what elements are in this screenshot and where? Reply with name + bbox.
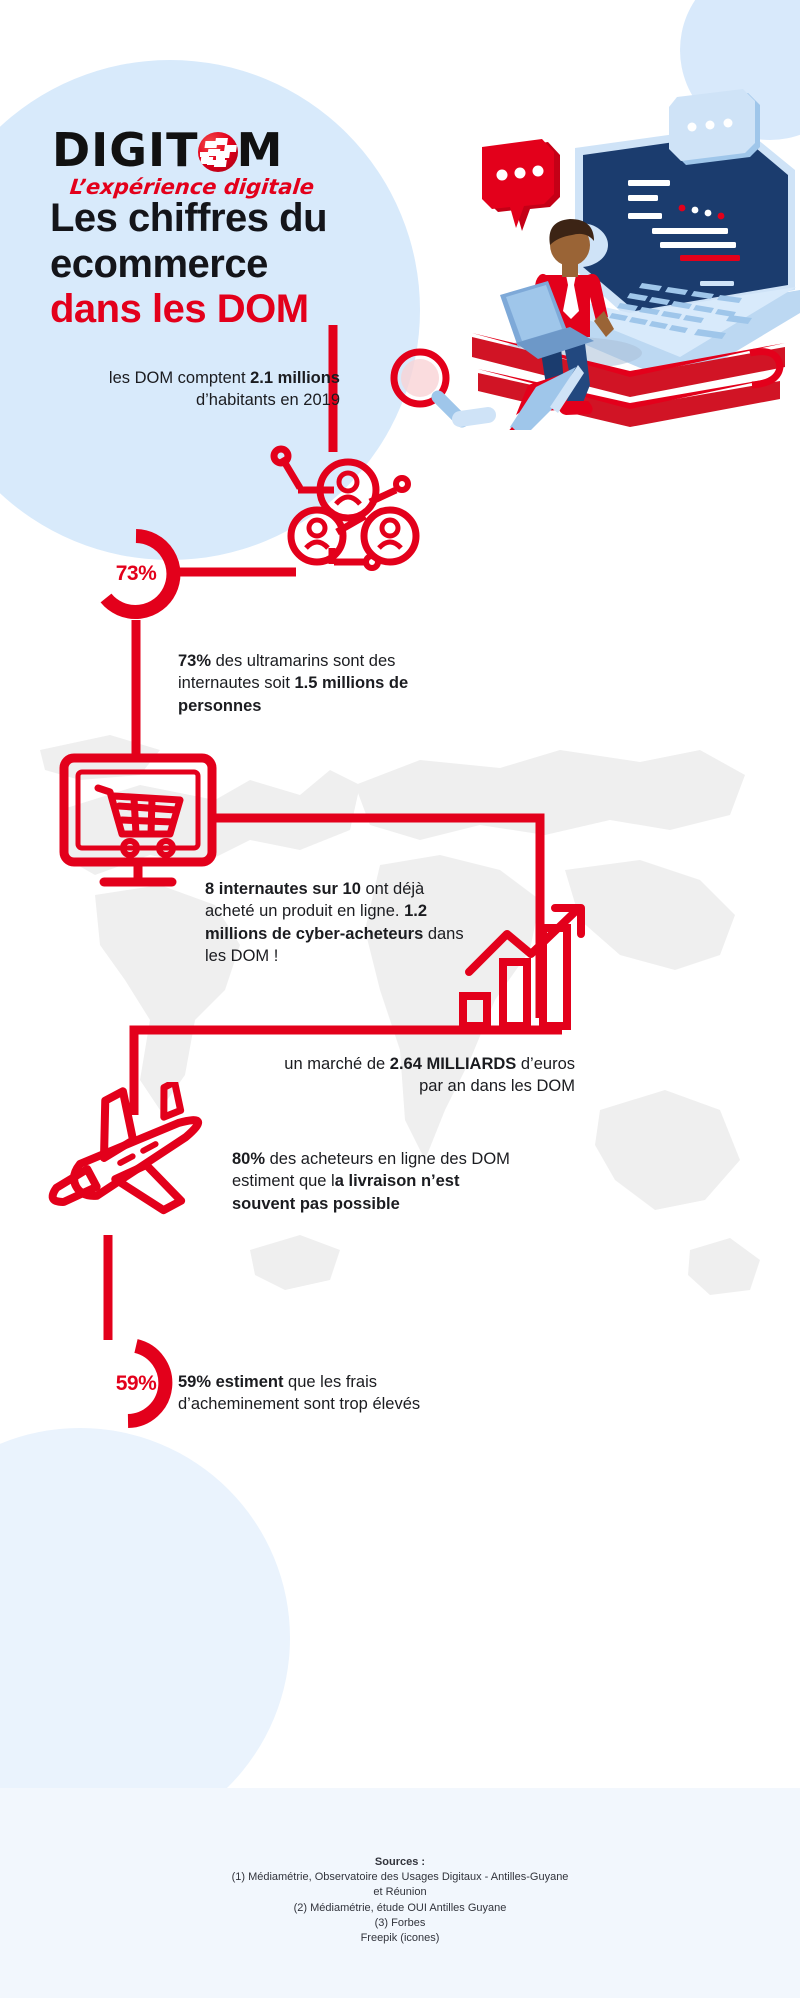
sources-line-1: (1) Médiamétrie, Observatoire des Usages… — [231, 1871, 569, 1884]
stat-text-internautes: 73% des ultramarins sont des internautes… — [178, 652, 409, 715]
stat-text-frais: 59% estiment que les frais d’acheminemen… — [178, 1373, 421, 1414]
network-people-icon — [270, 445, 420, 571]
gauge-73-value: 73% — [115, 562, 157, 585]
gauge-arc-59 — [127, 1339, 173, 1428]
laptop-large-icon — [575, 125, 795, 320]
sources-line-4: (3) Forbes — [374, 1916, 426, 1929]
stat-text-marche: un marché de 2.64 MILLIARDS d’euros par … — [284, 1055, 575, 1096]
title-line-2: ecommerce — [50, 241, 268, 286]
chat-bubble-blue-icon — [669, 89, 760, 165]
sources-line-3: (2) Médiamétrie, étude OUI Antilles Guya… — [293, 1901, 507, 1914]
growth-bar-chart-icon — [459, 904, 585, 1030]
stat-text-livraison: 80% des acheteurs en ligne des DOM estim… — [232, 1150, 510, 1213]
logo-text-pre: DIGIT — [52, 123, 199, 177]
person-sitting-icon — [500, 219, 614, 415]
decorative-blob-bottom-left — [0, 1428, 290, 1848]
globe-icon — [197, 132, 238, 172]
airplane-icon — [48, 1082, 203, 1215]
chat-bubble-red-icon — [482, 139, 560, 231]
stat-text-acheteurs: 8 internautes sur 10 ont déjà acheté un … — [205, 880, 464, 966]
gauge-59: 59% — [88, 1336, 184, 1432]
sources-title: Sources : — [374, 1856, 426, 1868]
magnifier-icon — [390, 348, 496, 428]
footer-band — [0, 1788, 800, 1998]
title-line-3: dans les DOM — [50, 287, 309, 332]
sources-block: Sources : (1) Médiamétrie, Observatoire … — [0, 1855, 800, 1946]
hero-illustration — [390, 89, 800, 430]
gauge-arc-73 — [100, 529, 181, 619]
sources-line-5: Freepik (icones) — [360, 1931, 440, 1944]
gauge-73: 73% — [88, 526, 184, 622]
page-title: Les chiffres du ecommerce dans les DOM — [50, 196, 380, 333]
gauge-59-value: 59% — [115, 1372, 157, 1395]
sources-line-2: et Réunion — [373, 1886, 427, 1899]
stat-text-population: les DOM comptent 2.1 millions d’habitant… — [108, 369, 340, 410]
title-line-1: Les chiffres du — [50, 196, 328, 240]
monitor-cart-icon — [59, 753, 217, 887]
logo-text-post: M — [236, 123, 284, 177]
pen-icon — [509, 365, 584, 430]
